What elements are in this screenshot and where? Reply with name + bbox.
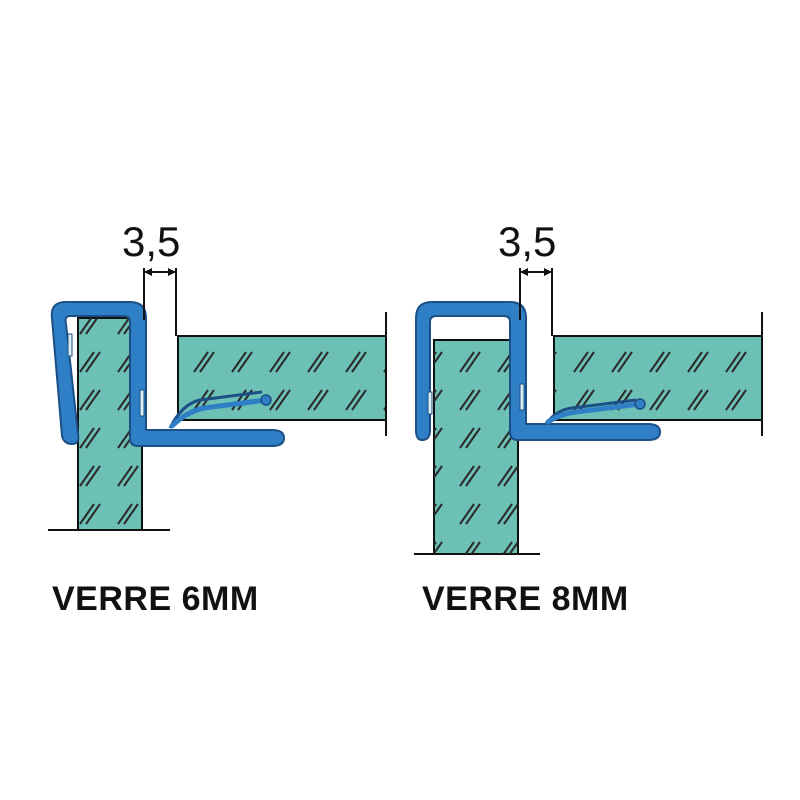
- seal-profile: [50, 301, 285, 447]
- door-glass-panel: [553, 312, 763, 436]
- dimension-marker: 3,5: [122, 218, 180, 336]
- figure-verre-8mm: 3,5: [414, 218, 763, 555]
- dimension-label: 3,5: [122, 218, 180, 265]
- caption-verre-6mm: VERRE 6MM: [52, 580, 259, 618]
- dimension-label: 3,5: [498, 218, 556, 265]
- seal-profile: [415, 301, 661, 441]
- dimension-marker: 3,5: [498, 218, 556, 336]
- caption-verre-8mm: VERRE 8MM: [422, 580, 629, 618]
- door-glass-panel: [177, 312, 387, 436]
- fixed-glass-panel: [433, 339, 519, 555]
- figure-verre-6mm: 3,5: [48, 218, 387, 531]
